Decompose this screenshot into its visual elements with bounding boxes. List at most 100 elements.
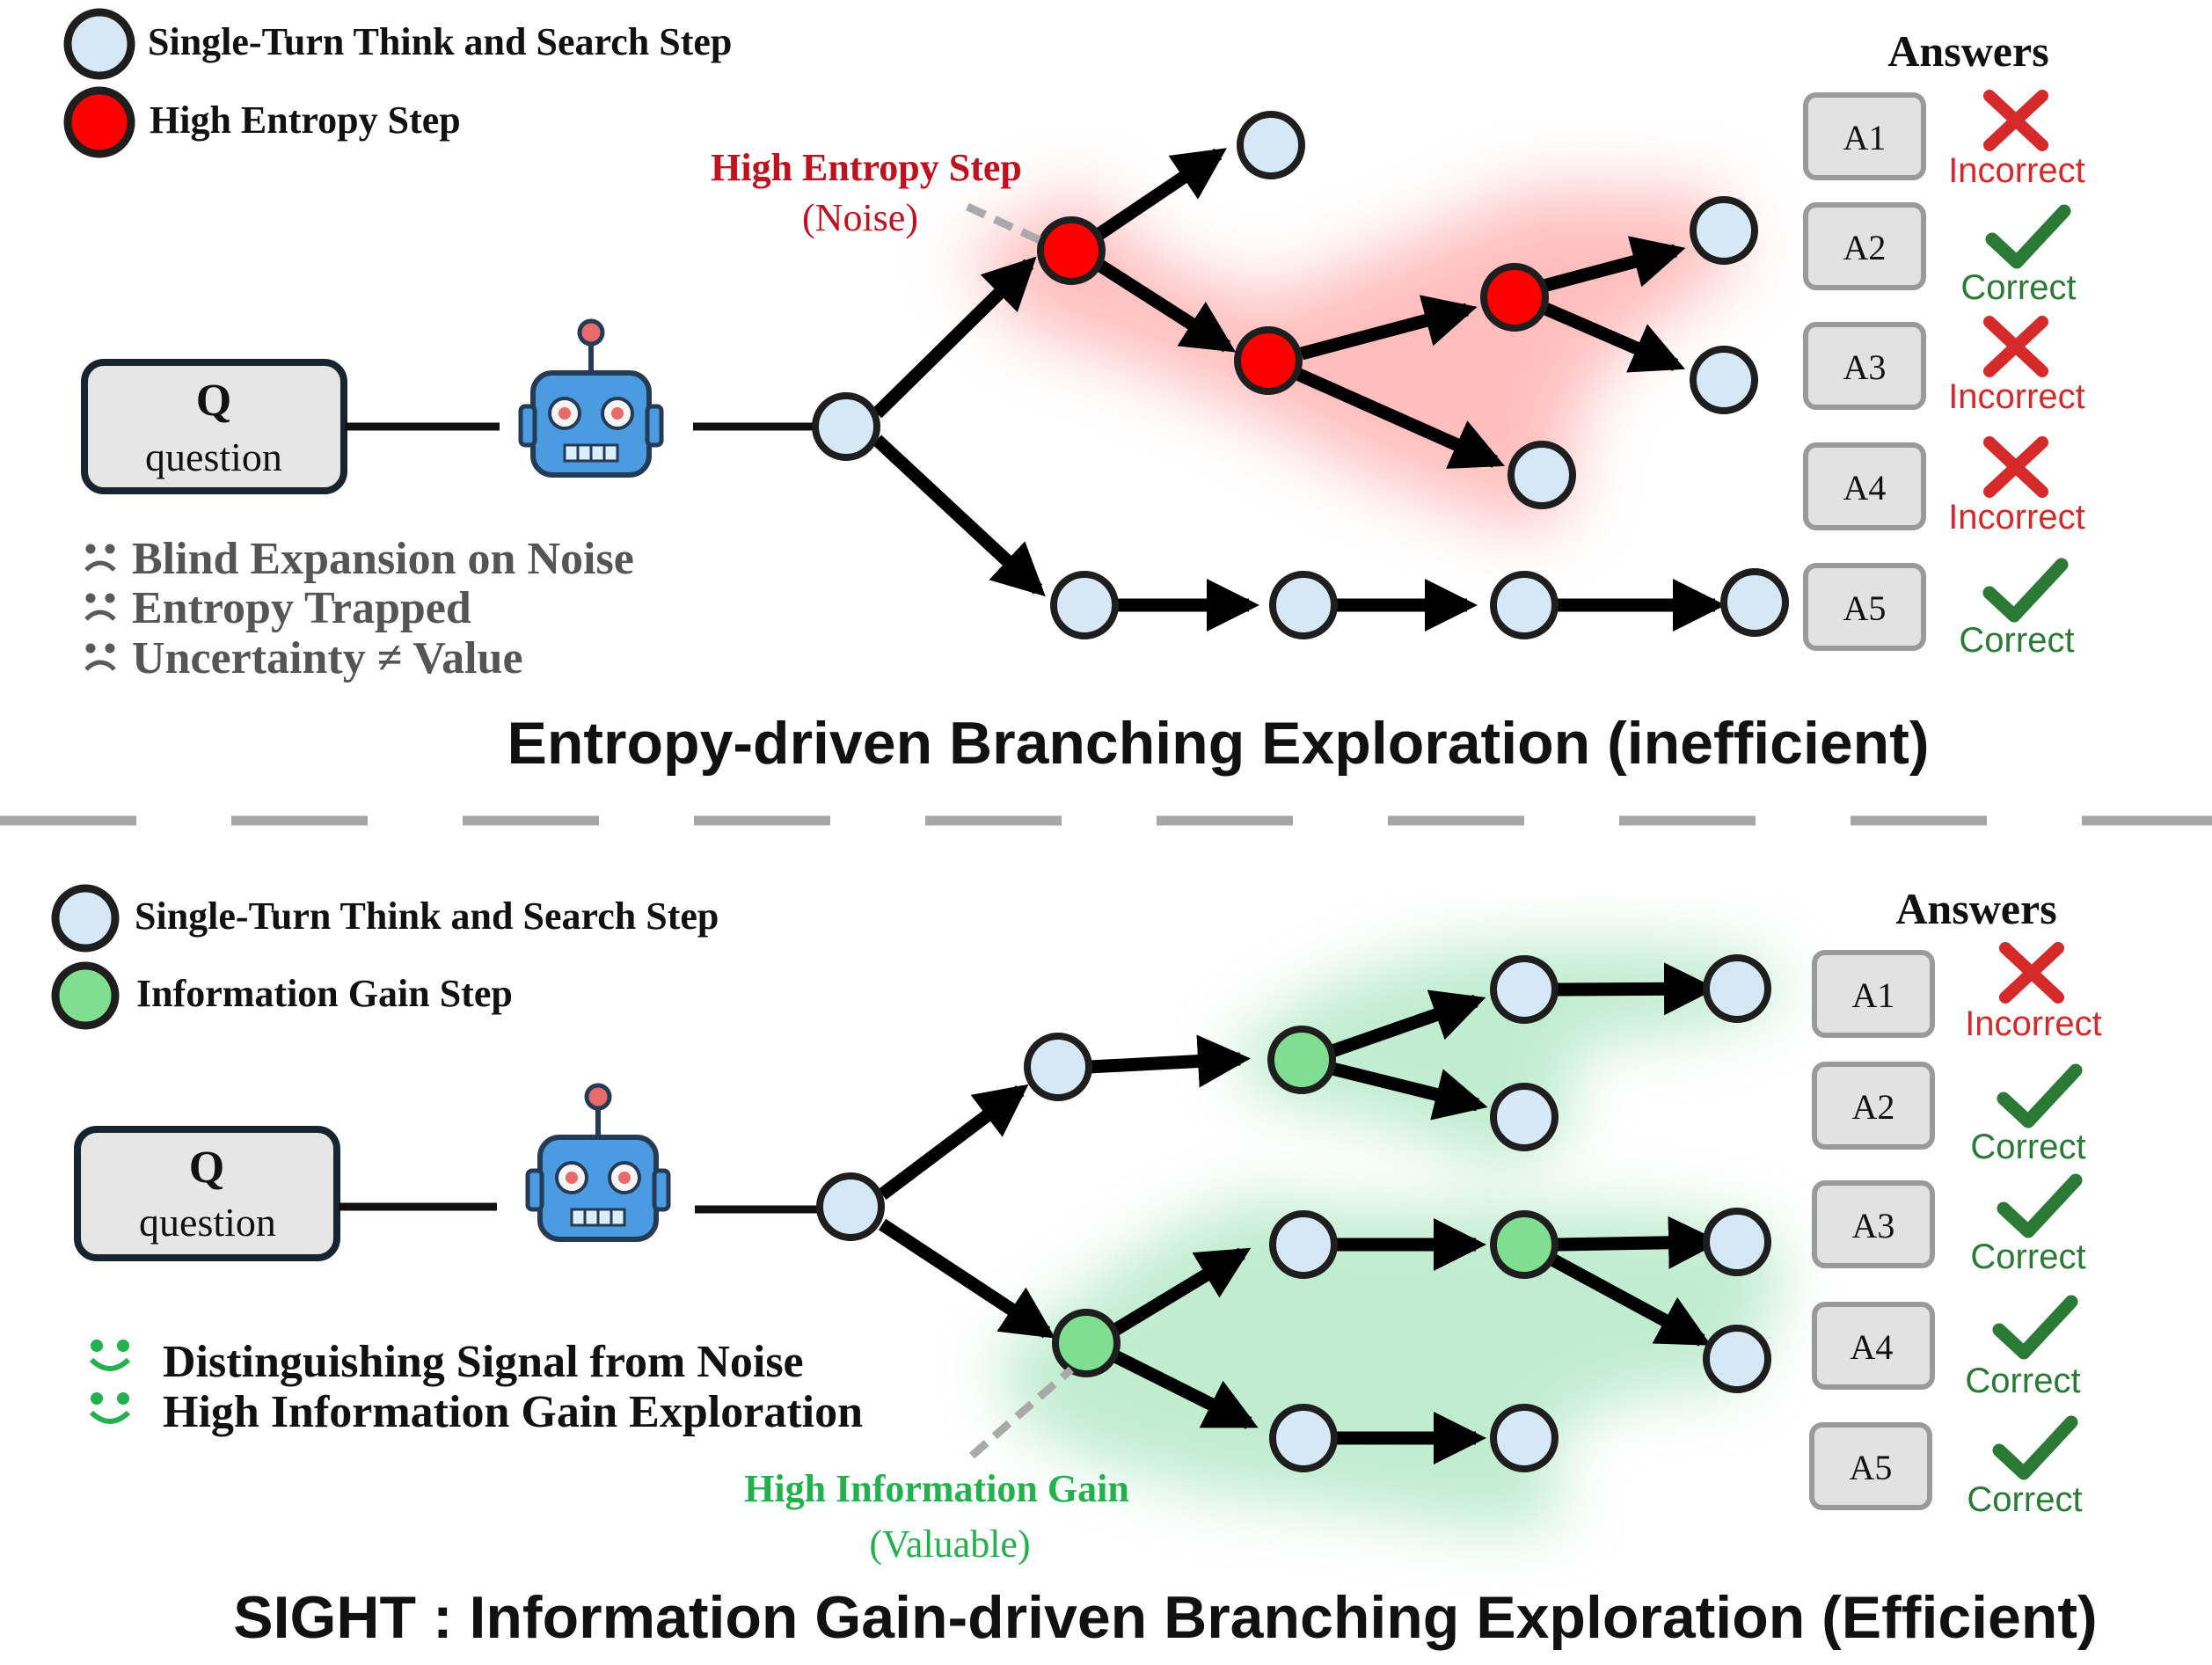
cross-icon [1989,442,2042,492]
node-step [1269,571,1338,639]
answer-verdict: Correct [1960,268,2076,307]
bottom-notes: Distinguishing Signal from Noise High In… [89,1337,863,1437]
note: Entropy Trapped [132,583,471,633]
answer-id: A4 [1843,468,1887,508]
answer-row: A4 Incorrect [1803,442,2085,537]
answer-id: A1 [1852,975,1895,1015]
answer-verdict: Correct [1967,1480,2082,1519]
bottom-title: SIGHT : Information Gain-driven Branchin… [233,1584,2097,1651]
node-root [812,392,880,461]
top-title: Entropy-driven Branching Exploration (in… [507,710,1930,777]
robot-icon [528,1085,668,1248]
answer-row: A2 Correct [1812,1062,2086,1166]
node-leaf [1703,1325,1771,1393]
answer-row: A4 Correct [1812,1302,2081,1400]
answer-verdict: Incorrect [1948,377,2085,416]
callout-leader [969,1366,1074,1459]
bottom-edges [878,962,1721,1464]
bottom-panel: Single-Turn Think and Search Step Inform… [51,884,2102,1651]
answer-row: A3 Correct [1812,1180,2086,1276]
node-leaf [1720,568,1789,637]
answer-box [1803,563,1926,651]
node-step [1490,955,1559,1024]
legend-gain-label: Information Gain Step [136,972,513,1015]
answer-row: A5 Correct [1809,1422,2083,1519]
edge [1549,1253,1712,1347]
check-icon [1999,1422,2071,1473]
note: High Information Gain Exploration [163,1387,863,1437]
node-info-gain [1267,1026,1336,1094]
top-answers: A1 Incorrect A2 Correct A3 Incorrect A4 [1803,92,2085,660]
answer-box [1812,1180,1935,1268]
question-q: Q [189,1143,224,1193]
answer-verdict: Incorrect [1948,498,2085,537]
edge [878,1218,1056,1339]
callout-title: High Information Gain [744,1467,1129,1510]
node-step [1269,1210,1338,1279]
sad-face-icon [84,593,116,621]
edge [1330,990,1486,1058]
node-leaf [1237,111,1305,179]
answer-id: A5 [1843,588,1887,628]
question-box [74,1126,340,1261]
top-nodes [812,111,1789,639]
answer-box [1803,442,1926,530]
sad-face-icon [84,544,116,572]
smiley-icon [89,1340,131,1371]
answer-box [1803,92,1926,180]
edge [872,256,1037,419]
legend-step-swatch [63,8,135,80]
callout-sub: (Noise) [802,196,918,239]
answer-row: A3 Incorrect [1803,322,2085,416]
check-icon [2004,1070,2076,1121]
callout-leader [966,202,1041,245]
node-leaf [1703,1208,1771,1276]
answer-box [1809,1422,1932,1510]
answer-verdict: Correct [1970,1238,2085,1276]
node-step [1490,571,1559,639]
gain-glow-upper [1227,941,1790,1170]
note: Distinguishing Signal from Noise [163,1337,804,1387]
edge [1331,1062,1488,1121]
edge [1294,368,1505,469]
cross-icon [2005,948,2058,997]
legend-gain-swatch [51,961,120,1030]
edge [1112,1350,1259,1429]
legend-step-label: Single-Turn Think and Search Step [148,20,732,63]
edge [1112,1247,1252,1336]
edge [1542,236,1686,293]
check-icon [1999,1302,2071,1353]
answer-verdict: Correct [1970,1128,2085,1166]
callout-sub: (Valuable) [869,1523,1030,1566]
answer-verdict: Incorrect [1965,1004,2102,1043]
cross-icon [1989,96,2042,145]
answer-id: A3 [1843,347,1887,387]
check-icon [2004,1180,2076,1231]
answers-header: Answers [1895,884,2056,933]
node-step [1024,1033,1092,1101]
edge [1088,1034,1251,1088]
edge [1556,962,1717,1016]
node-leaf [1703,954,1771,1023]
check-icon [1992,211,2064,262]
note: Blind Expansion on Noise [132,534,634,584]
top-panel: Single-Turn Think and Search Step High E… [63,8,2085,777]
answer-box [1812,1302,1935,1390]
legend-entropy-swatch [63,86,135,158]
node-entropy [1234,326,1303,395]
node-entropy [1037,216,1106,285]
top-notes: Blind Expansion on Noise Entropy Trapped… [84,534,634,683]
node-leaf [1508,441,1576,509]
edge [1093,258,1237,353]
node-leaf [1690,346,1758,414]
answer-row: A5 Correct [1803,563,2075,660]
answer-box [1812,950,1935,1038]
node-info-gain [1490,1210,1559,1279]
answer-id: A2 [1852,1087,1895,1127]
answer-id: A4 [1851,1327,1894,1367]
answer-verdict: Correct [1959,621,2074,660]
question-box [81,359,347,494]
edge [1095,148,1227,240]
node-root [816,1172,885,1241]
node-leaf [1490,1083,1559,1151]
